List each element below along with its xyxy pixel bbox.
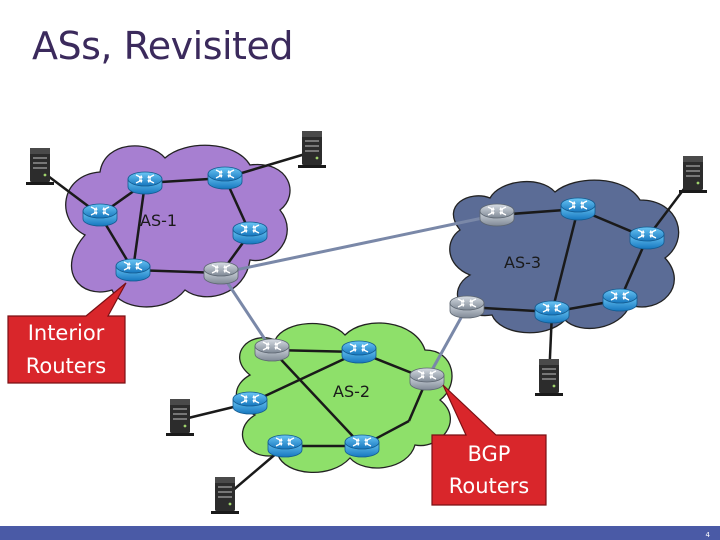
server-icon [298,131,326,168]
server-icon [166,399,194,436]
router-icon [127,171,163,195]
router-icon [534,300,570,324]
interior-routers-callout: Interior Routers [7,282,127,384]
as1-label: AS-1 [140,211,177,230]
bgp-router-icon [409,367,445,391]
router-icon [602,288,638,312]
router-icon [207,166,243,190]
as2-label: AS-2 [333,382,370,401]
bgp-router-icon [449,295,485,319]
slide-title: ASs, Revisited [32,24,293,68]
bgp-router-icon [203,261,239,285]
server-icon [26,148,54,185]
router-icon [560,197,596,221]
router-icon [115,258,151,282]
interior-callout-line1: Interior [28,321,105,345]
inter-as-links [219,213,498,380]
router-icon [232,391,268,415]
page-number: 4 [705,531,710,539]
router-icon [629,226,665,250]
as3-label: AS-3 [504,253,541,272]
router-icon [344,434,380,458]
router-icon [82,203,118,227]
bgp-router-icon [479,203,515,227]
bgp-callout-line2: Routers [449,474,530,498]
router-icon [232,221,268,245]
router-icon [341,340,377,364]
bgp-callout-line1: BGP [468,442,511,466]
bgp-routers-callout: BGP Routers [431,384,547,506]
interior-callout-line2: Routers [26,354,107,378]
server-icon [535,359,563,396]
server-icon [679,156,707,193]
footer-bar: 4 [0,526,720,540]
bgp-router-icon [254,338,290,362]
server-icon [211,477,239,514]
router-icon [267,434,303,458]
